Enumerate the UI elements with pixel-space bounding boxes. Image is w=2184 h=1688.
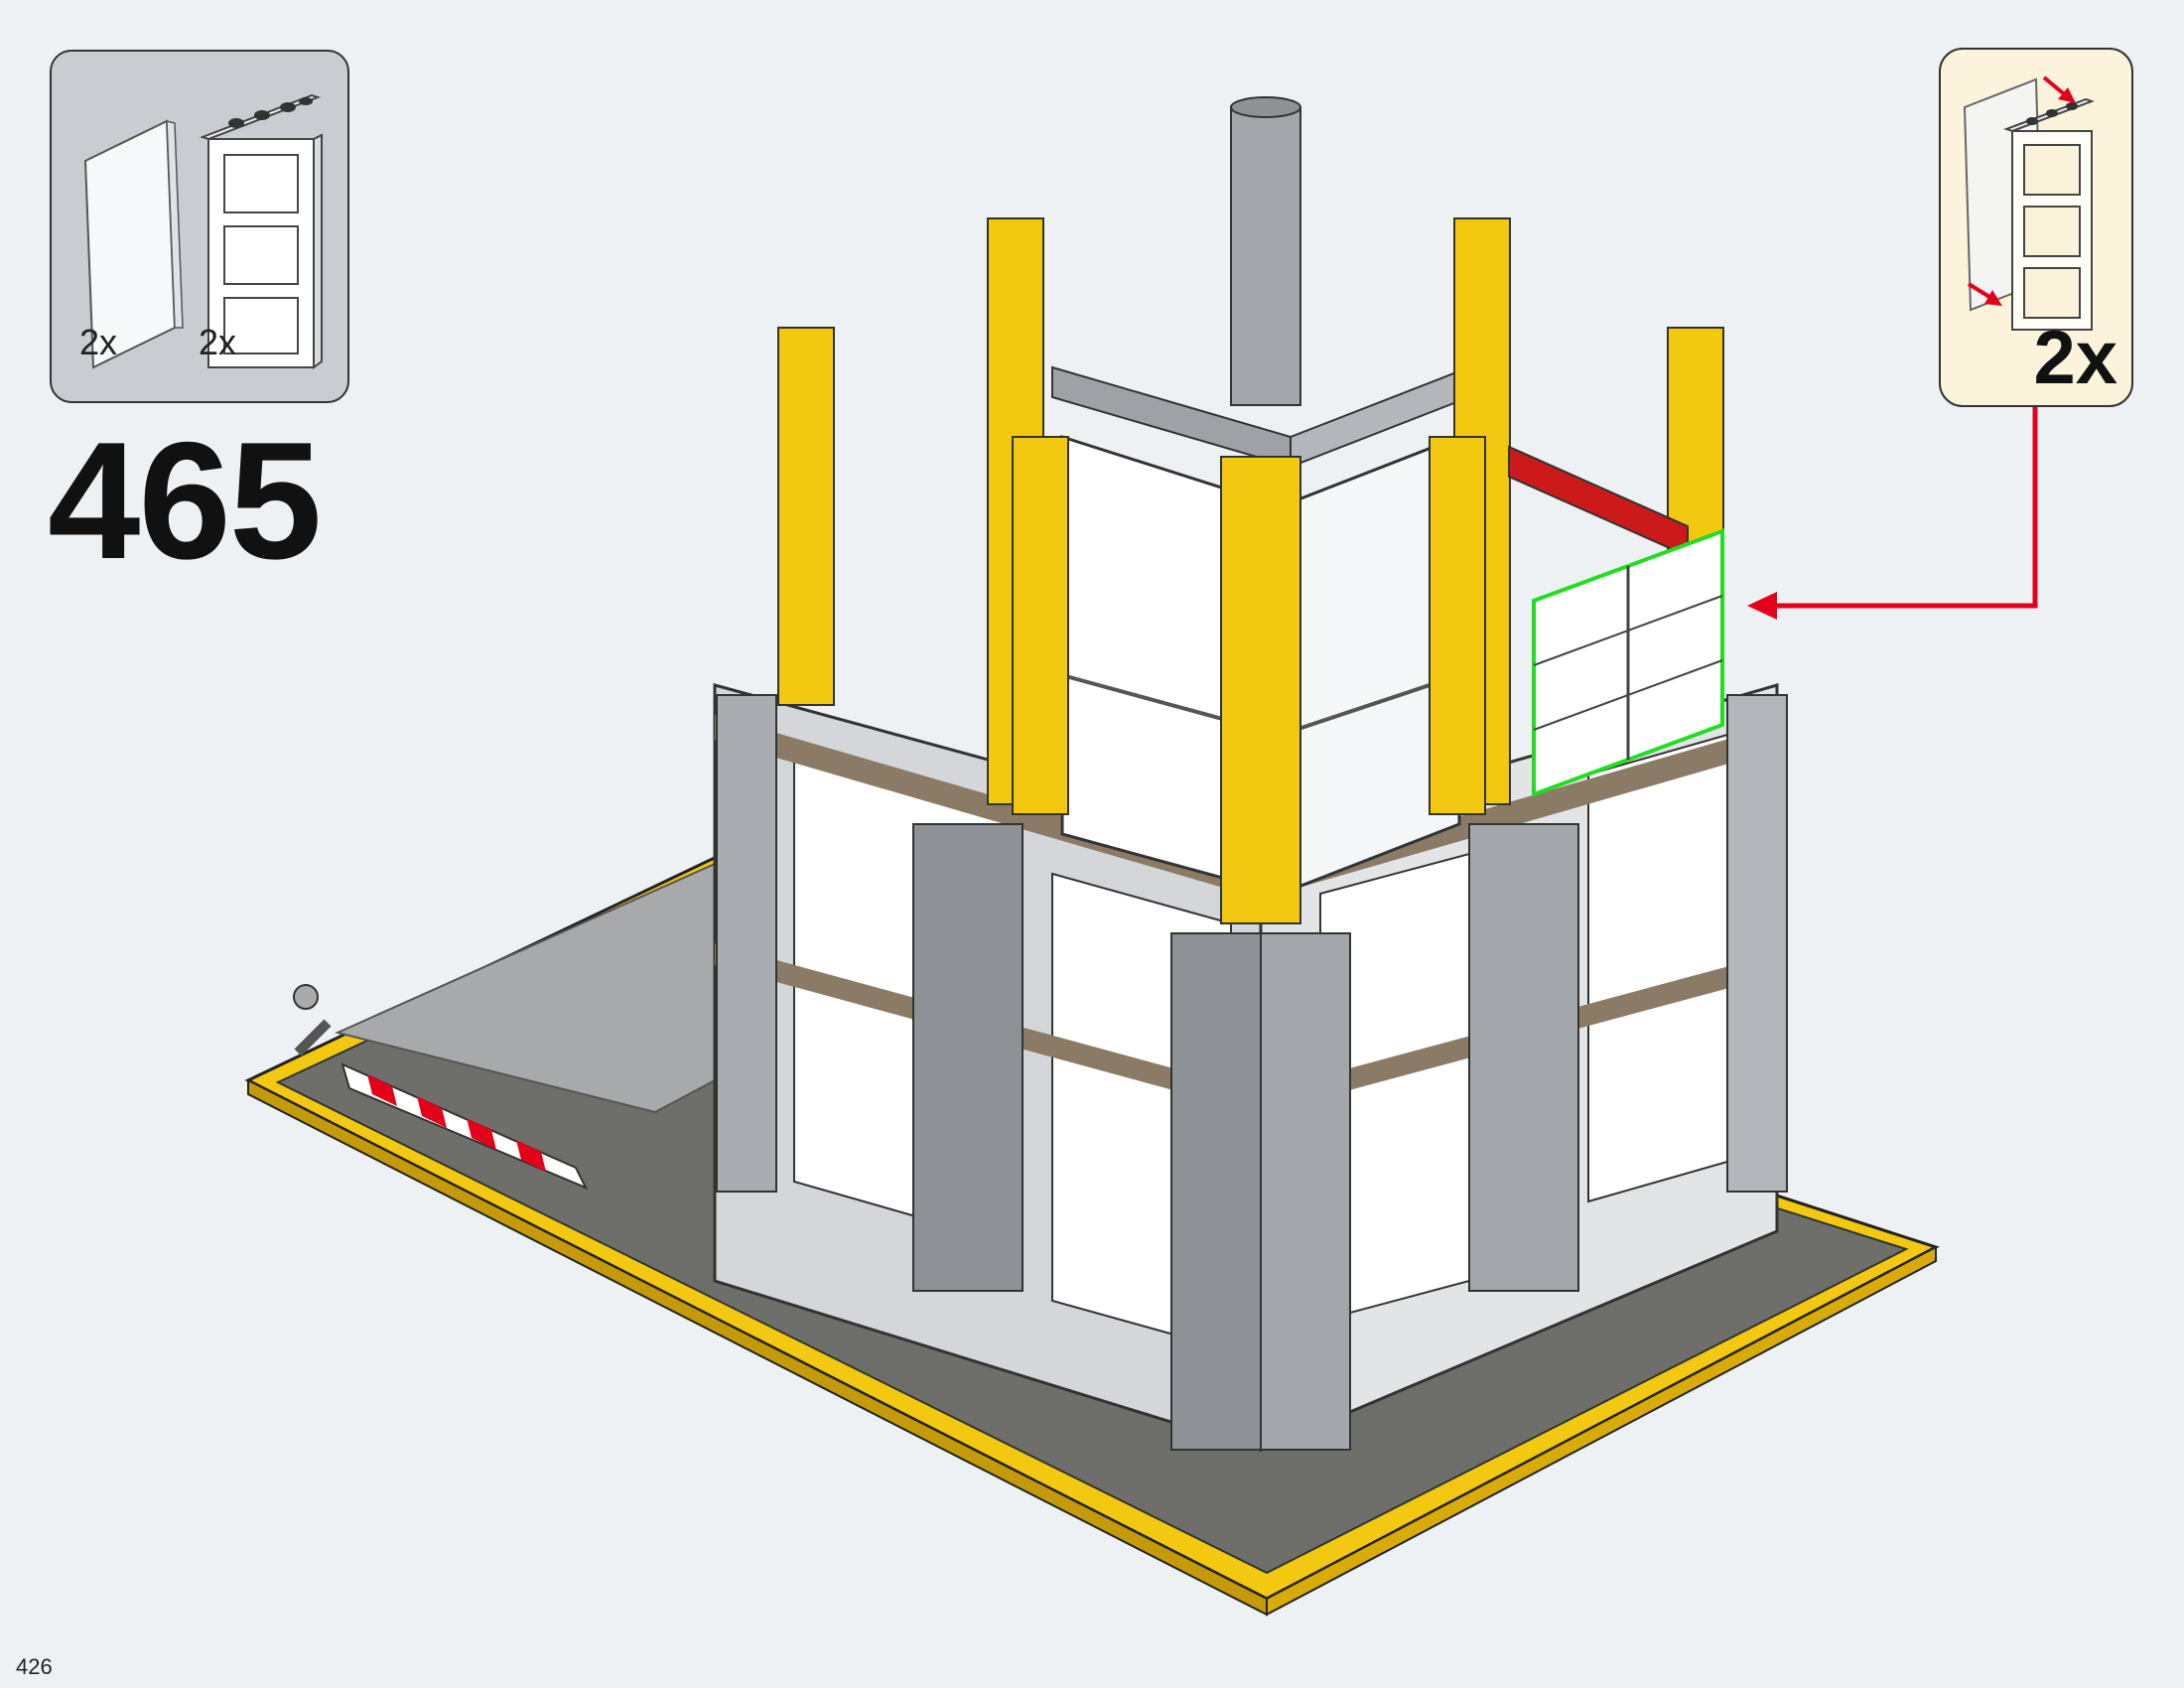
parts-qty-window: 2x — [199, 322, 237, 362]
yellow-pillars — [777, 217, 1724, 924]
stone-columns — [716, 694, 1788, 1451]
barrier-gate — [293, 984, 589, 1190]
glass-pane-icon — [83, 119, 184, 369]
building-lower — [713, 683, 1779, 1453]
parts-list-box: 2x 2x — [50, 50, 349, 403]
chimney — [1230, 96, 1301, 406]
subassembly-callout: 2x — [1939, 48, 2133, 407]
assembly-arrow — [1747, 407, 2038, 620]
window-frame-icon — [200, 93, 323, 369]
step-number: 465 — [48, 407, 322, 594]
parts-qty-glass: 2x — [79, 322, 118, 362]
red-beam — [1508, 445, 1689, 558]
window-frame-icon — [2003, 97, 2095, 331]
baseplate — [244, 852, 1940, 1617]
callout-quantity: 2x — [2033, 316, 2117, 400]
page-number: 426 — [16, 1654, 53, 1679]
parts-list-illustration — [83, 93, 323, 369]
parking-area — [334, 862, 976, 1114]
callout-illustration — [1963, 75, 2095, 331]
red-arrows — [1967, 75, 2076, 306]
highlighted-new-window — [1532, 528, 1724, 797]
building-upper — [1051, 365, 1470, 897]
